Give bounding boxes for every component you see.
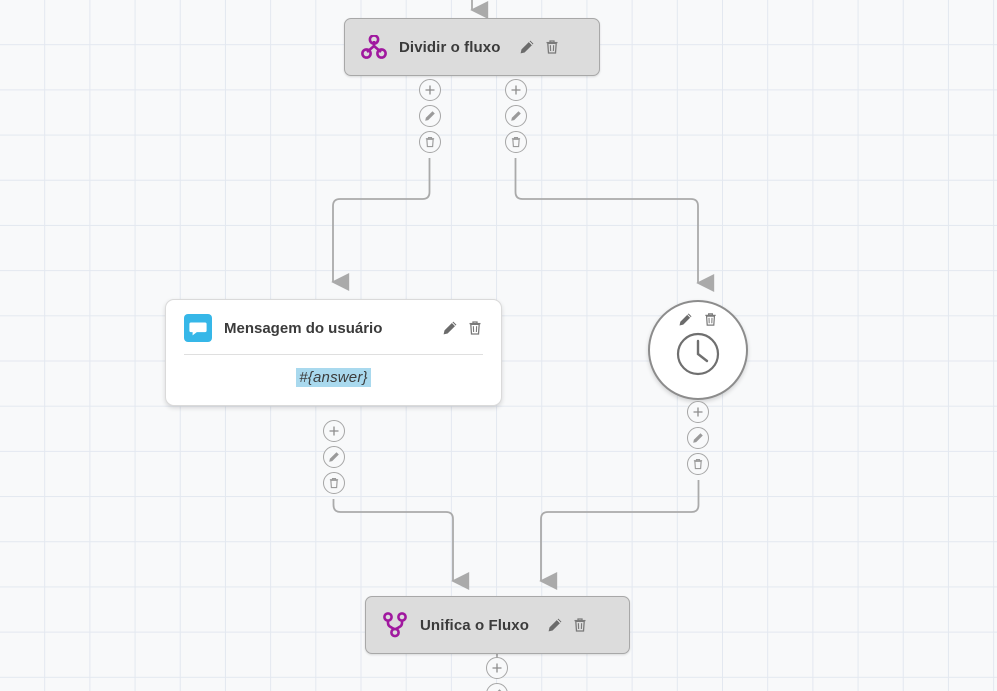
add-icon[interactable] xyxy=(486,657,508,679)
edge-split-left-to-message xyxy=(331,158,431,291)
node-split-flow[interactable]: Dividir o fluxo xyxy=(344,18,600,76)
split-flow-icon xyxy=(361,34,387,59)
node-delay[interactable] xyxy=(648,300,748,400)
connector-split-right[interactable] xyxy=(505,79,527,153)
edit-icon[interactable] xyxy=(505,105,527,127)
node-tools-merge xyxy=(547,617,588,633)
node-title-message: Mensagem do usuário xyxy=(224,319,383,337)
edge-message-to-merge xyxy=(332,499,470,590)
node-body-message: #{answer} xyxy=(166,355,501,405)
node-user-message[interactable]: Mensagem do usuário xyxy=(165,299,502,406)
edge-split-right-to-delay xyxy=(514,158,715,292)
delete-icon[interactable] xyxy=(687,453,709,475)
delete-icon[interactable] xyxy=(544,39,560,55)
variable-chip[interactable]: #{answer} xyxy=(296,368,371,387)
clock-icon xyxy=(674,330,722,383)
node-tools-delay xyxy=(678,310,718,328)
edit-icon[interactable] xyxy=(519,39,535,55)
edit-icon[interactable] xyxy=(486,683,508,691)
node-title-merge: Unifica o Fluxo xyxy=(420,616,530,634)
node-merge-flow[interactable]: Unifica o Fluxo xyxy=(365,596,630,654)
connector-merge-output[interactable] xyxy=(486,657,508,691)
edge-delay-to-merge xyxy=(539,480,700,590)
card-divider xyxy=(184,354,483,355)
delete-icon[interactable] xyxy=(572,617,588,633)
node-header-message: Mensagem do usuário xyxy=(166,300,501,354)
connector-split-left[interactable] xyxy=(419,79,441,153)
chat-bubble-icon xyxy=(184,314,212,342)
node-tools-message xyxy=(442,320,483,336)
edit-icon[interactable] xyxy=(547,617,563,633)
connector-message-output[interactable] xyxy=(323,420,345,494)
edit-icon[interactable] xyxy=(687,427,709,449)
node-title-split: Dividir o fluxo xyxy=(399,38,501,56)
delete-icon[interactable] xyxy=(323,472,345,494)
edit-icon[interactable] xyxy=(678,312,693,327)
delete-icon[interactable] xyxy=(467,320,483,336)
delete-icon[interactable] xyxy=(505,131,527,153)
add-icon[interactable] xyxy=(505,79,527,101)
delete-icon[interactable] xyxy=(419,131,441,153)
add-icon[interactable] xyxy=(687,401,709,423)
add-icon[interactable] xyxy=(419,79,441,101)
edit-icon[interactable] xyxy=(419,105,441,127)
node-tools-split xyxy=(519,39,560,55)
edit-icon[interactable] xyxy=(442,320,458,336)
merge-flow-icon xyxy=(382,612,408,638)
edit-icon[interactable] xyxy=(323,446,345,468)
connector-delay-output[interactable] xyxy=(687,401,709,475)
add-icon[interactable] xyxy=(323,420,345,442)
delete-icon[interactable] xyxy=(703,312,718,327)
